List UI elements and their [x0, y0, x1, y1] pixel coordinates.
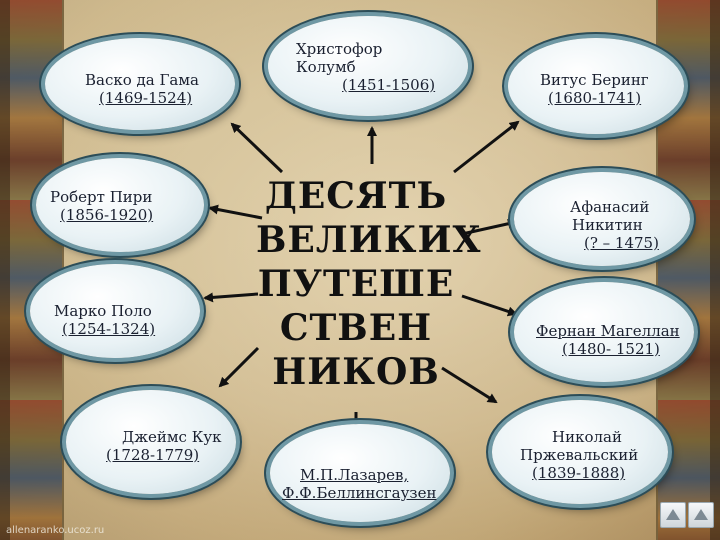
traveler-name-first: Афанасий	[570, 198, 650, 216]
traveler-name-second: Ф.Ф.Беллинсгаузен	[282, 484, 437, 502]
arrow-to-bering	[453, 120, 520, 174]
title-line: ПУТЕШЕ	[257, 263, 455, 305]
title-line: СТВЕН	[279, 307, 433, 349]
traveler-name: Фернан Магеллан	[536, 322, 680, 340]
traveler-years: (1680-1741)	[548, 89, 642, 107]
traveler-bubble-lazarev-bellingshausen[interactable]: М.П.Лазарев, Ф.Ф.Беллинсгаузен	[270, 424, 450, 522]
arrow-to-polo	[203, 292, 259, 303]
title-line: НИКОВ	[272, 351, 440, 393]
traveler-bubble-magellan[interactable]: Фернан Магеллан (1480- 1521)	[514, 282, 694, 382]
traveler-name-first: Христофор	[296, 40, 383, 58]
traveler-name: Марко Поло	[54, 302, 152, 320]
traveler-name: Васко да Гама	[85, 71, 199, 89]
traveler-years: (1480- 1521)	[562, 340, 660, 358]
title-line: ДЕСЯТЬ	[264, 175, 448, 217]
traveler-name-last: Пржевальский	[520, 446, 639, 464]
traveler-bubble-bering[interactable]: Витус Беринг (1680-1741)	[508, 38, 684, 134]
traveler-name: Джеймс Кук	[122, 428, 222, 446]
traveler-name: Витус Беринг	[540, 71, 649, 89]
traveler-name-first: М.П.Лазарев,	[300, 466, 409, 484]
left-edge-shadow	[0, 0, 10, 540]
next-slide-button[interactable]	[688, 502, 714, 528]
traveler-bubble-przhevalsky[interactable]: Николай Пржевальский (1839-1888)	[492, 400, 668, 504]
traveler-name-last: Колумб	[296, 58, 356, 76]
traveler-years: (1856-1920)	[60, 206, 154, 224]
arrow-to-cook	[218, 346, 260, 388]
watermark: allenaranko.ucoz.ru	[6, 525, 105, 536]
triangle-up-icon	[666, 509, 680, 520]
traveler-bubble-marco-polo[interactable]: Марко Поло (1254-1324)	[30, 264, 200, 358]
page-title: ДЕСЯТЬ ВЕЛИКИХ ПУТЕШЕ СТВЕН НИКОВ	[256, 174, 482, 394]
traveler-bubble-nikitin[interactable]: Афанасий Никитин (? – 1475)	[514, 172, 690, 266]
traveler-bubble-peary[interactable]: Роберт Пири (1856-1920)	[36, 158, 204, 252]
traveler-name-first: Николай	[552, 428, 622, 446]
right-edge-shadow	[710, 0, 720, 540]
previous-slide-button[interactable]	[660, 502, 686, 528]
traveler-bubble-cook[interactable]: Джеймс Кук (1728-1779)	[66, 390, 236, 494]
title-line: ВЕЛИКИХ	[256, 219, 482, 261]
traveler-years: (1451-1506)	[342, 76, 436, 94]
arrow-to-przhevalsky	[441, 366, 498, 404]
arrow-to-magellan	[461, 294, 518, 317]
traveler-years: (1469-1524)	[99, 89, 193, 107]
traveler-years: (1728-1779)	[106, 446, 200, 464]
arrow-to-nikitin	[461, 218, 518, 236]
traveler-years: (1839-1888)	[532, 464, 626, 482]
traveler-years: (? – 1475)	[584, 234, 659, 252]
traveler-name: Роберт Пири	[50, 188, 153, 206]
triangle-up-icon	[694, 509, 708, 520]
arrow-to-vasco	[230, 122, 284, 174]
traveler-bubble-columbus[interactable]: Христофор Колумб (1451-1506)	[268, 16, 468, 116]
traveler-bubble-vasco-da-gama[interactable]: Васко да Гама (1469-1524)	[45, 38, 235, 130]
traveler-years: (1254-1324)	[62, 320, 156, 338]
traveler-name-last: Никитин	[572, 216, 643, 234]
arrow-to-peary	[208, 204, 263, 220]
